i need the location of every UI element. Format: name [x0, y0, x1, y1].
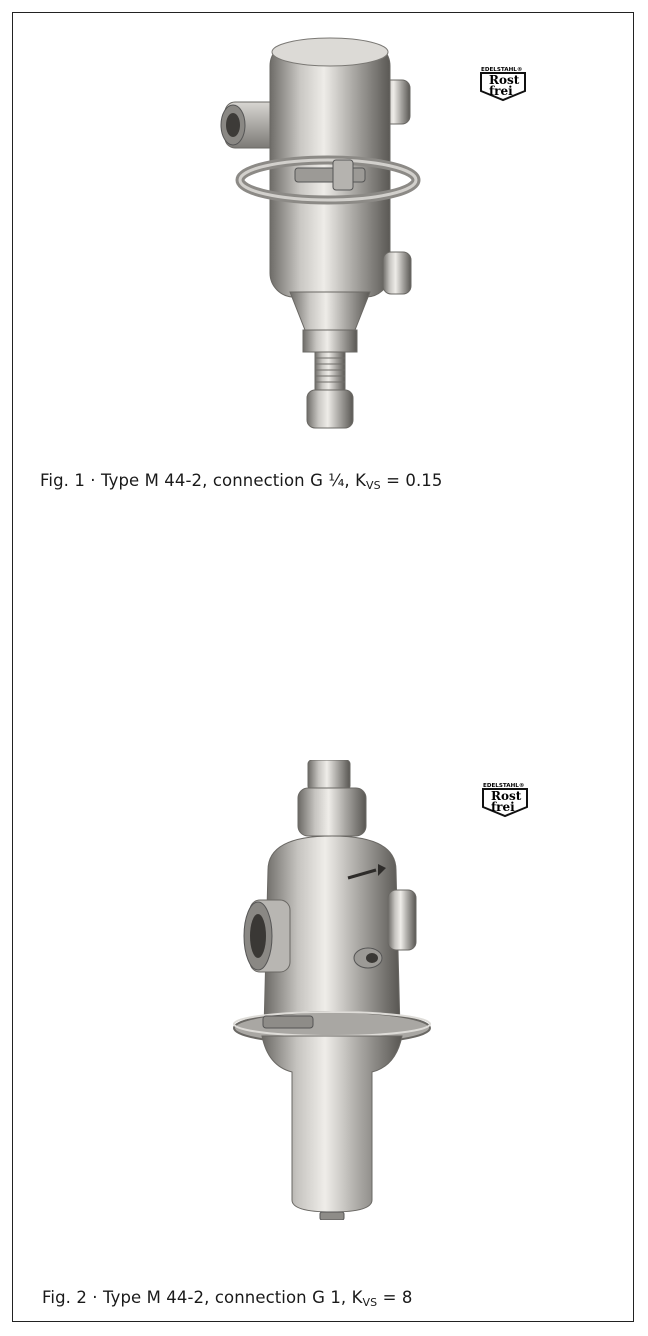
badge-line2: Rost [489, 73, 520, 87]
badge-line1: EDELSTAHL® [483, 783, 524, 789]
page-frame [12, 12, 634, 1322]
badge-line1: EDELSTAHL® [481, 67, 522, 73]
figure-2 [228, 759, 438, 1221]
figure-1-caption: Fig. 1 · Type M 44-2, connection G ¼, KV… [40, 471, 443, 492]
valve-small-image [220, 37, 421, 429]
badge-line2: Rost [491, 789, 522, 803]
valve-large-image [233, 759, 431, 1221]
badge-line3: frei [489, 84, 513, 98]
edelstahl-rostfrei-badge: EDELSTAHL® Rost frei [477, 64, 537, 104]
figure-2-caption: Fig. 2 · Type M 44-2, connection G 1, KV… [42, 1288, 413, 1309]
figure-1 [215, 30, 435, 445]
badge-line3: frei [491, 800, 515, 814]
edelstahl-rostfrei-badge-2: EDELSTAHL® Rost frei [479, 780, 539, 820]
